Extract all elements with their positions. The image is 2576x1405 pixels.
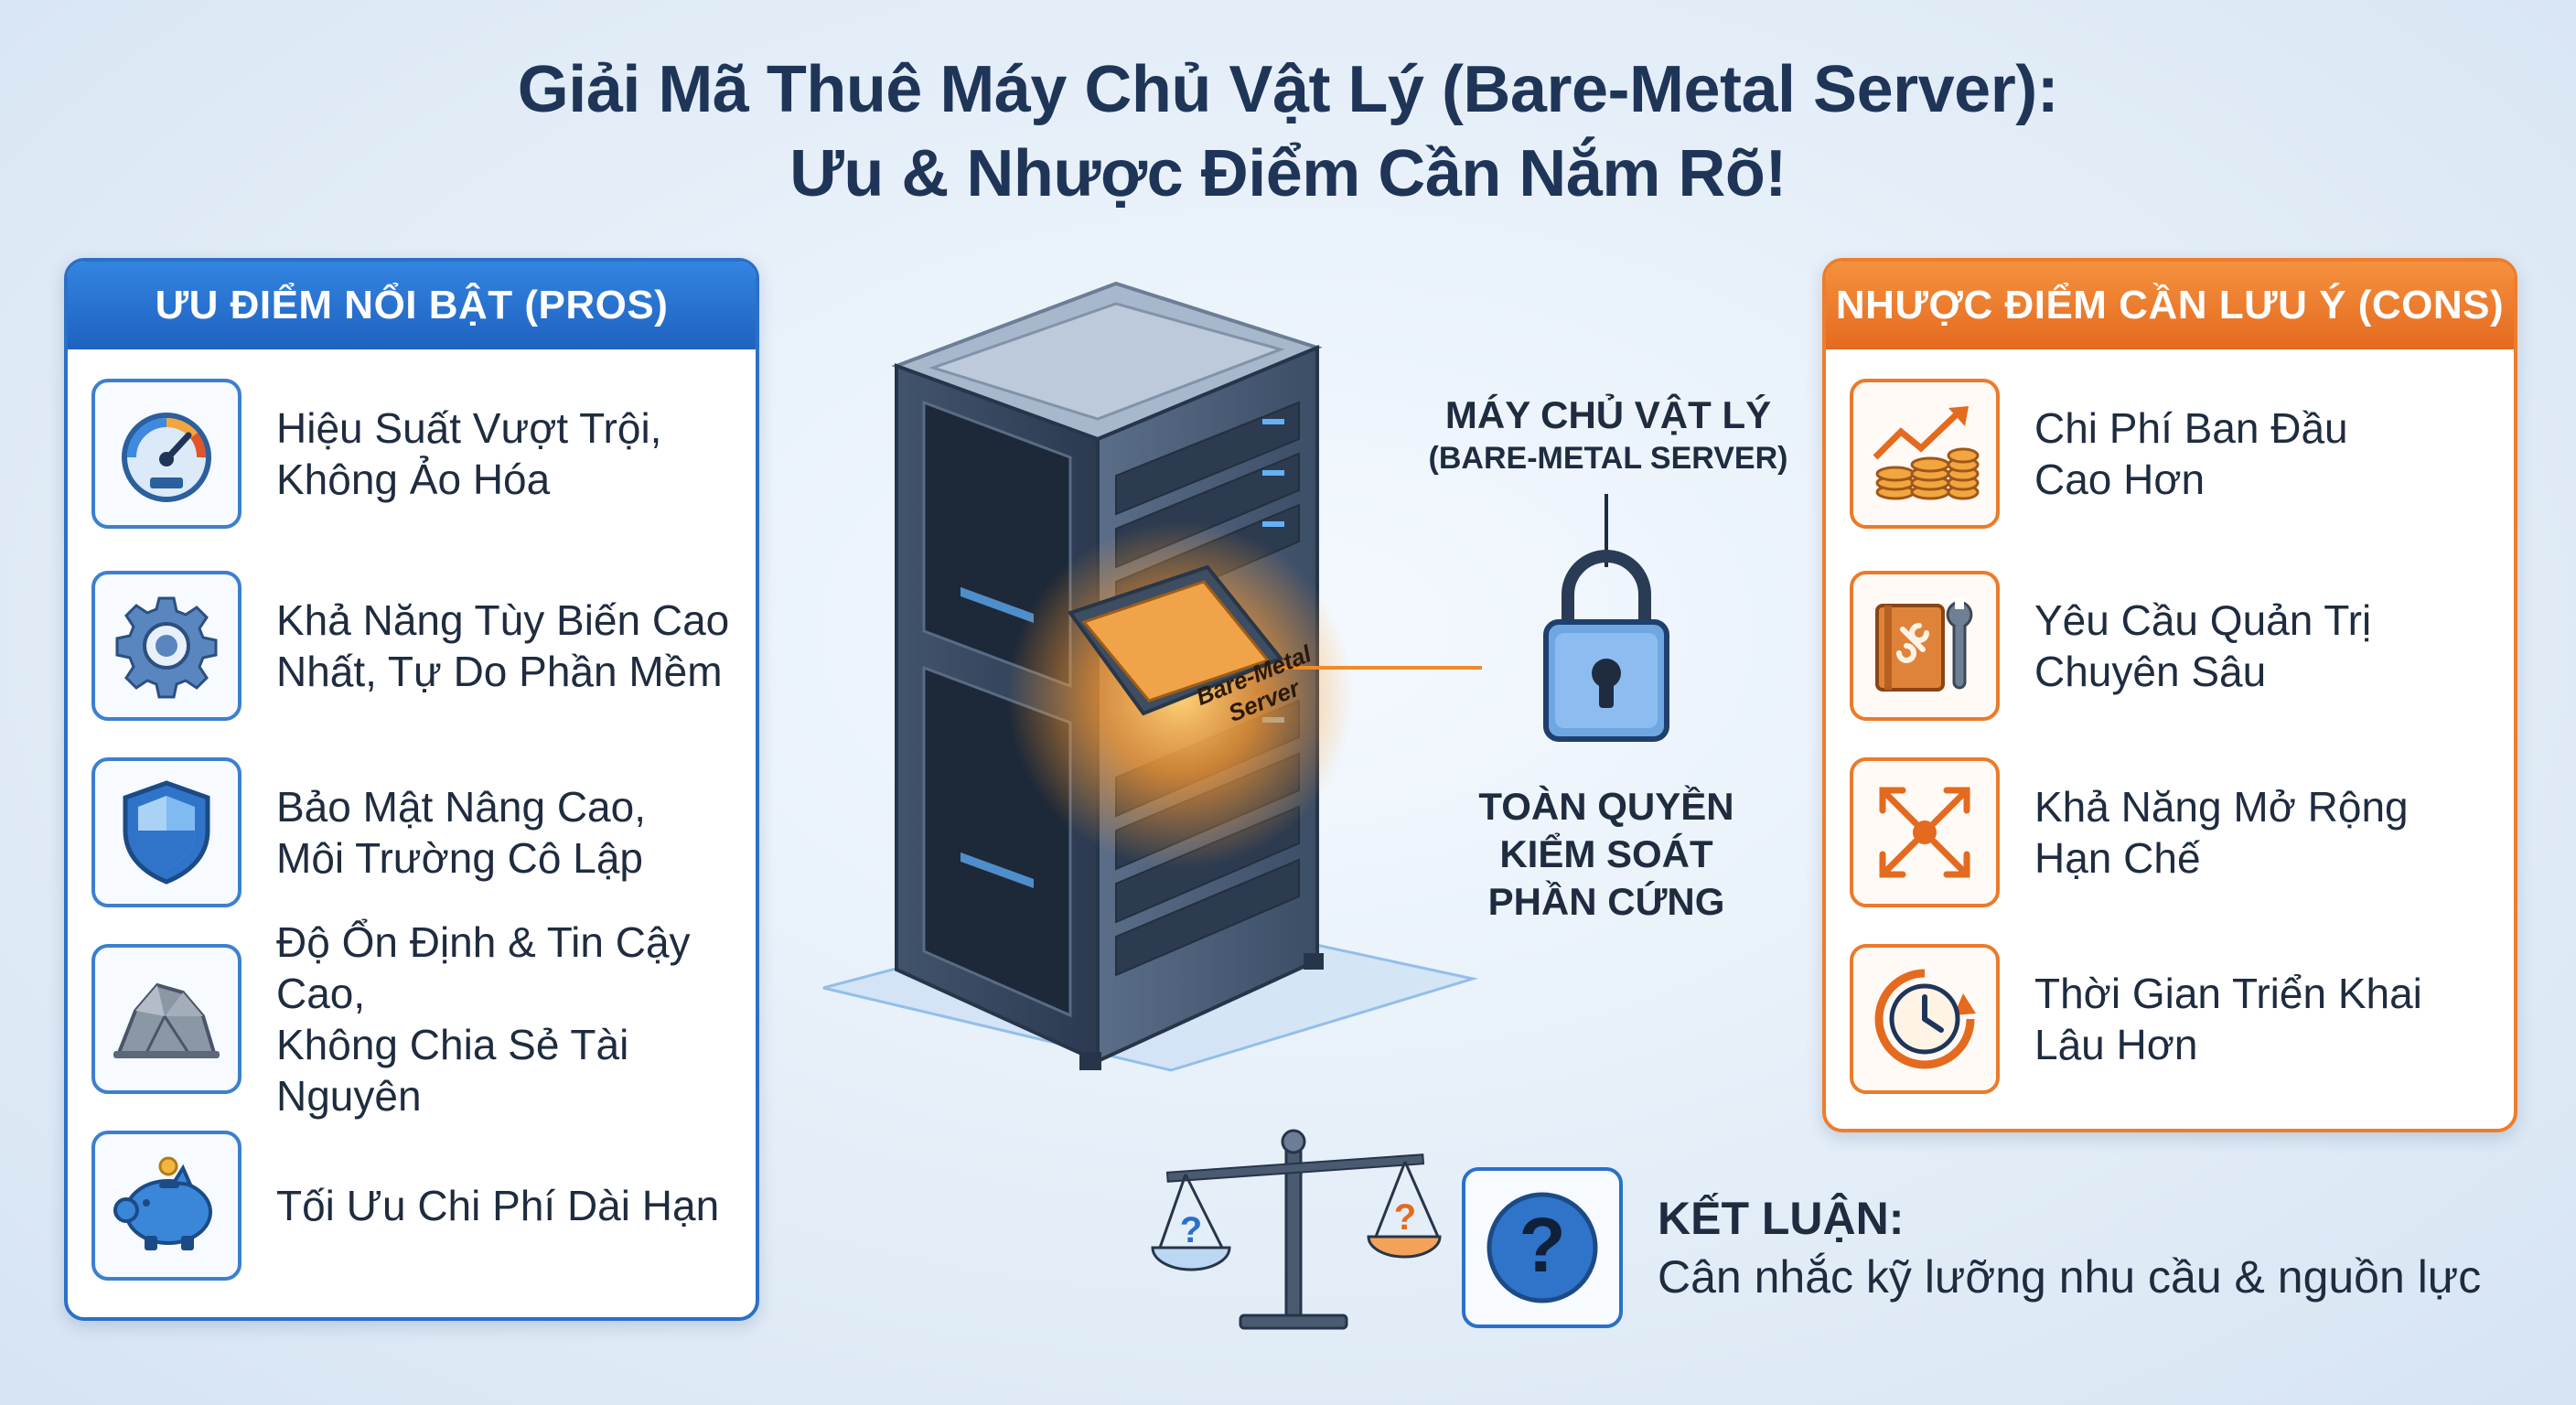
gear-icon (91, 571, 242, 721)
cons-item: Khả Năng Mở Rộng Hạn Chế (1850, 757, 2490, 907)
cons-item-text: Thời Gian Triển Khai Lâu Hơn (2034, 970, 2422, 1068)
pros-item-text: Hiệu Suất Vượt Trội, Không Ảo Hóa (276, 404, 662, 503)
pros-item: Tối Ưu Chi Phí Dài Hạn (91, 1131, 732, 1281)
svg-text:?: ? (1394, 1197, 1416, 1238)
cons-item-text: Chi Phí Ban Đầu Cao Hơn (2034, 404, 2348, 503)
expand-arrows-icon (1850, 757, 2000, 907)
manual-wrench-icon (1850, 571, 2000, 721)
speedometer-icon (91, 379, 242, 529)
cons-item: Yêu Cầu Quản Trị Chuyên Sâu (1850, 571, 2490, 721)
pros-header: ƯU ĐIỂM NỔI BẬT (PROS) (68, 262, 756, 349)
page-title: Giải Mã Thuê Máy Chủ Vật Lý (Bare-Metal … (0, 48, 2576, 216)
shield-icon (91, 757, 242, 907)
pros-item: Khả Năng Tùy Biến Cao Nhất, Tự Do Phần M… (91, 571, 732, 721)
cons-item: Chi Phí Ban Đầu Cao Hơn (1850, 379, 2490, 529)
conclusion-heading: KẾT LUẬN: (1658, 1193, 1905, 1244)
control-label: TOÀN QUYỀN KIỂM SOÁT PHẦN CỨNG (1442, 783, 1771, 926)
cons-header: NHƯỢC ĐIỂM CẦN LƯU Ý (CONS) (1826, 262, 2514, 349)
control-label-line-1: TOÀN QUYỀN (1478, 785, 1734, 828)
server-label: MÁY CHỦ VẬT LÝ (BARE-METAL SERVER) (1398, 391, 1819, 477)
server-rack-illustration (822, 281, 1482, 1072)
cons-item: Thời Gian Triển Khai Lâu Hơn (1850, 944, 2490, 1094)
lock-icon (1543, 494, 1669, 742)
pros-item-text: Độ Ổn Định & Tin Cậy Cao, Không Chia Sẻ … (276, 918, 691, 1120)
pros-item: Bảo Mật Nâng Cao, Môi Trường Cô Lập (91, 757, 732, 907)
pros-item: Hiệu Suất Vượt Trội, Không Ảo Hóa (91, 379, 732, 529)
piggy-bank-icon (91, 1131, 242, 1281)
clock-icon (1850, 944, 2000, 1094)
cons-panel: NHƯỢC ĐIỂM CẦN LƯU Ý (CONS) Chi Phí Ban … (1822, 258, 2517, 1132)
server-label-line-2: (BARE-METAL SERVER) (1428, 441, 1788, 476)
title-line-2: Ưu & Nhược Điểm Cần Nắm Rõ! (789, 137, 1787, 210)
pros-panel: ƯU ĐIỂM NỔI BẬT (PROS) Hiệu Suất Vượt Tr… (64, 258, 759, 1321)
pros-item-text: Bảo Mật Nâng Cao, Môi Trường Cô Lập (276, 783, 647, 882)
cons-item-text: Khả Năng Mở Rộng Hạn Chế (2034, 783, 2409, 882)
title-line-1: Giải Mã Thuê Máy Chủ Vật Lý (Bare-Metal … (517, 53, 2059, 126)
cons-item-text: Yêu Cầu Quản Trị Chuyên Sâu (2034, 596, 2372, 695)
pros-item-text: Tối Ưu Chi Phí Dài Hạn (276, 1182, 720, 1229)
svg-text:?: ? (1519, 1202, 1565, 1288)
pros-item-text: Khả Năng Tùy Biến Cao Nhất, Tự Do Phần M… (276, 596, 730, 695)
control-label-line-2: KIỂM SOÁT (1499, 832, 1713, 875)
rising-cost-coins-icon (1850, 379, 2000, 529)
pros-item: Độ Ổn Định & Tin Cậy Cao, Không Chia Sẻ … (91, 918, 732, 1120)
conclusion-text: Cân nhắc kỹ lưỡng nhu cầu & nguồn lực (1658, 1251, 2482, 1303)
rock-icon (91, 944, 242, 1094)
server-label-line-1: MÁY CHỦ VẬT LÝ (1444, 393, 1772, 436)
svg-text:?: ? (1180, 1210, 1202, 1250)
balance-scale-icon: ? ? (1151, 1129, 1442, 1330)
control-label-line-3: PHẦN CỨNG (1487, 880, 1725, 923)
question-icon: ? (1462, 1167, 1623, 1328)
